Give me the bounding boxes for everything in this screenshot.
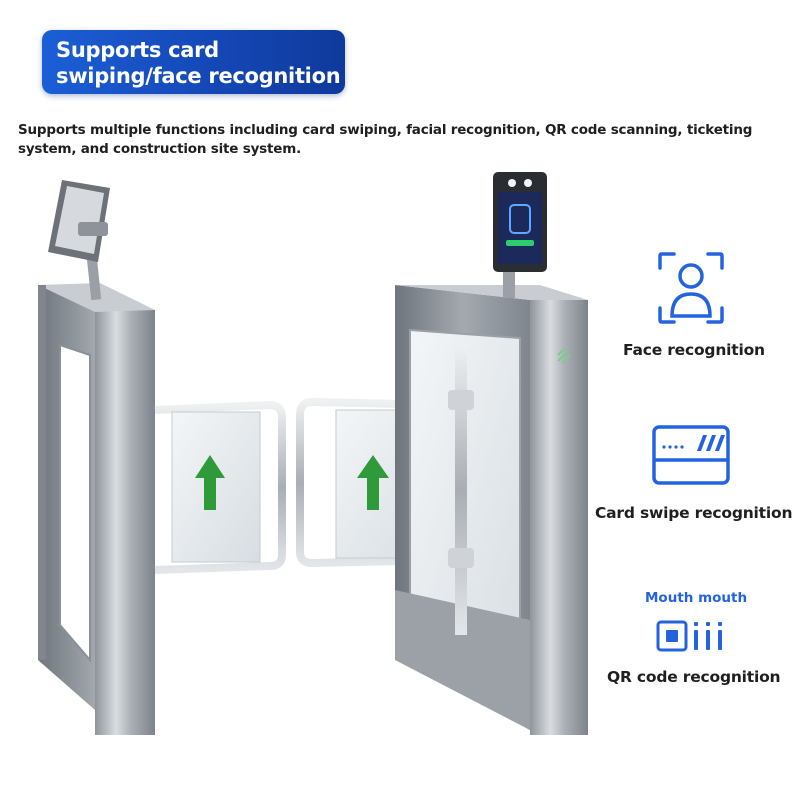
left-gate-cabinet bbox=[38, 283, 155, 735]
feature-label-face: Face recognition bbox=[623, 341, 765, 359]
card-swipe-icon bbox=[652, 425, 730, 485]
face-recognition-terminal bbox=[493, 172, 547, 298]
right-gate-cabinet bbox=[395, 285, 588, 735]
face-scan-icon bbox=[658, 252, 724, 324]
qr-scan-icon bbox=[656, 620, 722, 652]
swing-gate-turnstile-illustration bbox=[38, 172, 588, 735]
feature-label-qr: QR code recognition bbox=[607, 668, 781, 686]
left-swing-panel bbox=[154, 400, 286, 574]
description-text: Supports multiple functions including ca… bbox=[18, 122, 753, 157]
banner-title: Supports card swiping/face recognition bbox=[56, 38, 341, 88]
qr-caption: Mouth mouth bbox=[645, 590, 748, 606]
title-banner: Supports card swiping/face recognition bbox=[42, 30, 345, 94]
feature-label-card: Card swipe recognition bbox=[595, 504, 793, 522]
left-card-reader bbox=[48, 180, 110, 301]
